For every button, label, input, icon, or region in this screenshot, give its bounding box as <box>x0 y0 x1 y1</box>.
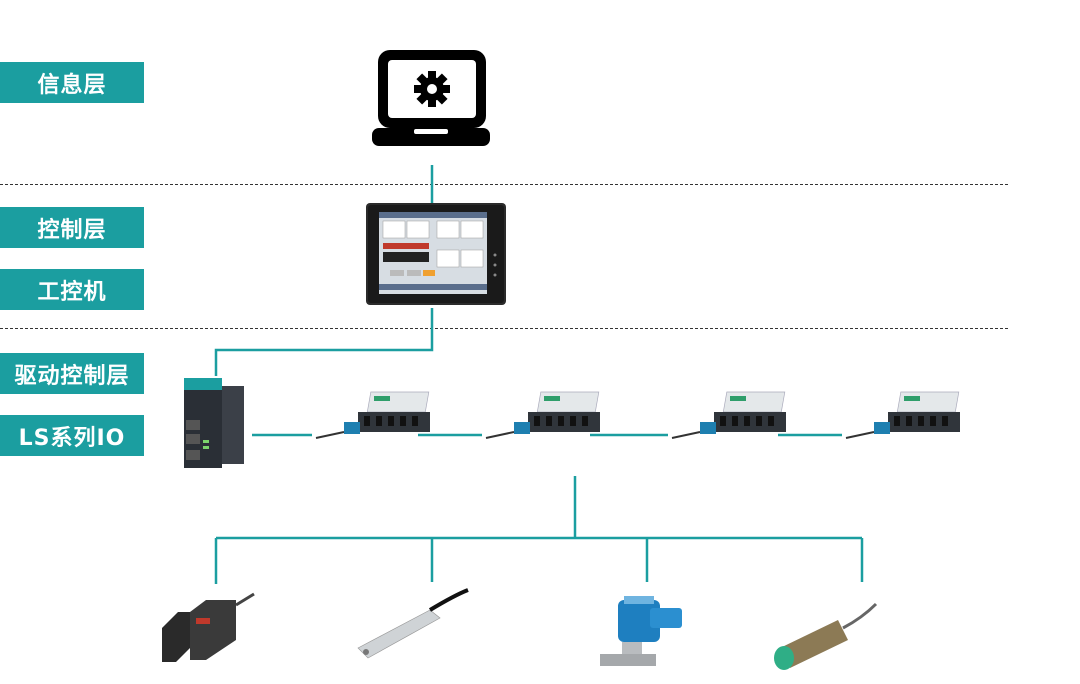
laptop-gear-icon <box>372 50 490 146</box>
fork-photoelectric-sensor-icon <box>162 592 255 662</box>
link-hmi-gateway <box>214 308 434 376</box>
io-module-2 <box>485 391 601 439</box>
cylinder-magnetic-switch-icon <box>357 588 469 659</box>
proximity-sensor-icon <box>774 602 878 670</box>
io-module-1 <box>315 391 431 439</box>
layer-label-drive: 驱动控制层 <box>0 353 144 394</box>
layer-label-info: 信息层 <box>0 62 144 103</box>
gateway-module-icon <box>184 378 244 468</box>
layer-label-ipc: 工控机 <box>0 269 144 310</box>
layer-label-control: 控制层 <box>0 207 144 248</box>
touch-panel-icon <box>366 203 506 305</box>
io-module-3 <box>671 391 787 439</box>
layer-label-io: LS系列IO <box>0 415 144 456</box>
io-module-4 <box>845 391 961 439</box>
connection-lines <box>214 165 864 584</box>
divider-info-control <box>0 184 1008 185</box>
solenoid-valve-icon <box>600 596 682 666</box>
divider-control-drive <box>0 328 1008 329</box>
